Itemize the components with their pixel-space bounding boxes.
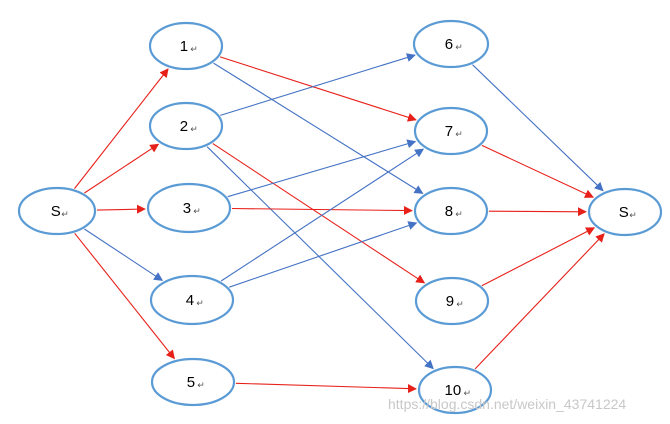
node-n2: 2↵ (148, 101, 224, 151)
edge-n4-to-n7 (220, 148, 425, 282)
edge-n5-to-n10 (235, 382, 417, 394)
node-label: S (619, 204, 629, 221)
node-ellipse (146, 182, 232, 234)
paragraph-mark-icon: ↵ (196, 299, 204, 309)
node-ellipse (414, 276, 490, 326)
watermark-text: https://blog.csdn.net/weixin_43741224 (388, 396, 627, 412)
node-label: 8 (445, 203, 453, 220)
node-source: S↵ (17, 186, 97, 236)
node-ellipse (17, 186, 97, 236)
node-n9: 9↵ (414, 276, 490, 326)
edge-n2-to-n6 (220, 53, 416, 116)
edge-n10-to-sink (474, 233, 605, 370)
paragraph-mark-icon: ↵ (455, 130, 463, 140)
paragraph-mark-icon: ↵ (193, 207, 201, 217)
edge-source-to-n1 (74, 68, 169, 189)
node-n5: 5↵ (150, 357, 236, 407)
node-label: 5 (187, 374, 195, 391)
node-label: 1 (180, 38, 188, 55)
node-label: S (51, 203, 61, 220)
edge-source-to-n4 (84, 228, 164, 281)
edge-n7-to-sink (481, 144, 595, 198)
edge-n1-to-n8 (213, 62, 424, 194)
edge-n4-to-n8 (229, 221, 418, 288)
paragraph-mark-icon: ↵ (455, 210, 463, 220)
node-n1: 1↵ (148, 21, 224, 71)
edge-n3-to-n7 (227, 139, 417, 198)
edge-n9-to-sink (481, 227, 596, 287)
nodes: S↵1↵2↵3↵4↵5↵6↵7↵8↵9↵10↵S↵ (17, 19, 663, 415)
paragraph-mark-icon: ↵ (190, 45, 198, 55)
node-label: 6 (445, 36, 453, 53)
paragraph-mark-icon: ↵ (456, 300, 464, 310)
node-n4: 4↵ (149, 274, 235, 326)
paragraph-mark-icon: ↵ (61, 210, 69, 220)
node-label: 2 (180, 118, 188, 135)
node-ellipse (150, 357, 236, 407)
paragraph-mark-icon: ↵ (464, 389, 472, 399)
edge-n3-to-n8 (231, 206, 413, 216)
node-ellipse (587, 187, 663, 237)
node-label: 4 (186, 292, 194, 309)
node-ellipse (417, 365, 493, 415)
paragraph-mark-icon: ↵ (197, 381, 205, 391)
edge-n8-to-sink (488, 207, 587, 217)
node-ellipse (413, 106, 489, 156)
paragraph-mark-icon: ↵ (629, 211, 637, 221)
node-ellipse (149, 274, 235, 326)
node-ellipse (413, 186, 489, 236)
node-n3: 3↵ (146, 182, 232, 234)
node-label: 3 (183, 200, 191, 217)
node-ellipse (148, 21, 224, 71)
edge-source-to-n3 (96, 204, 146, 214)
paragraph-mark-icon: ↵ (190, 125, 198, 135)
node-sink: S↵ (587, 187, 663, 237)
node-n7: 7↵ (413, 106, 489, 156)
node-ellipse (412, 19, 490, 69)
edge-n6-to-sink (472, 64, 604, 192)
edge-n1-to-n7 (219, 56, 417, 122)
node-n10: 10↵ (417, 365, 493, 415)
node-label: 10 (445, 382, 462, 399)
edge-source-to-n2 (84, 143, 160, 194)
edge-source-to-n5 (74, 232, 175, 360)
edge-n2-to-n9 (212, 143, 426, 284)
node-ellipse (148, 101, 224, 151)
edge-n2-to-n10 (206, 146, 434, 370)
node-n8: 8↵ (413, 186, 489, 236)
edges (74, 53, 605, 394)
node-label: 7 (445, 123, 453, 140)
node-n6: 6↵ (412, 19, 490, 69)
paragraph-mark-icon: ↵ (455, 43, 463, 53)
node-label: 9 (446, 293, 454, 310)
